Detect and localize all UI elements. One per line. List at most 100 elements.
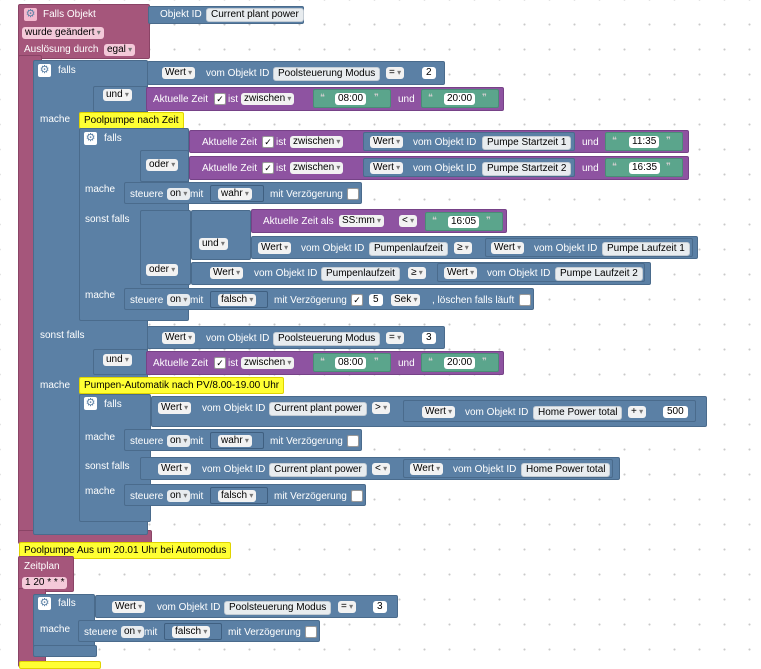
zwischen-dropdown[interactable]: zwischen xyxy=(290,162,344,174)
operator-dropdown[interactable]: ≥ xyxy=(408,267,426,279)
time-field-1605[interactable]: 16:05 xyxy=(448,216,480,228)
time-field-1135[interactable]: 11:35 xyxy=(629,136,660,148)
wert-dropdown[interactable]: Wert xyxy=(370,162,404,174)
wert-dropdown[interactable]: Wert xyxy=(162,67,196,79)
on-dropdown[interactable]: on xyxy=(167,490,191,502)
on-dropdown[interactable]: on xyxy=(167,188,191,200)
wert-dropdown[interactable]: Wert xyxy=(258,242,292,254)
wert-dropdown[interactable]: Wert xyxy=(158,463,192,475)
bool-dropdown-wahr[interactable]: wahr xyxy=(218,435,252,447)
gear-icon[interactable]: ⚙ xyxy=(24,8,37,21)
oder-dropdown[interactable]: oder xyxy=(146,264,179,276)
sonst-falls-label: sonst falls xyxy=(85,461,130,472)
operator-dropdown[interactable]: = xyxy=(386,332,405,344)
comment-nach-zeit[interactable]: Poolpumpe nach Zeit xyxy=(79,112,184,129)
wert-dropdown[interactable]: Wert xyxy=(210,267,244,279)
object-field-pumpenlaufzeit[interactable]: Pumpenlaufzeit xyxy=(369,242,448,256)
object-field-startzeit-2[interactable]: Pumpe Startzeit 2 xyxy=(482,162,572,176)
operator-dropdown[interactable]: > xyxy=(372,402,391,414)
gear-icon[interactable]: ⚙ xyxy=(84,397,97,410)
gear-icon[interactable]: ⚙ xyxy=(38,597,51,610)
und-dropdown[interactable]: und xyxy=(103,89,132,101)
zwischen-dropdown[interactable]: zwischen xyxy=(290,136,344,148)
bool-dropdown-falsch[interactable]: falsch xyxy=(172,626,211,638)
gear-icon[interactable]: ⚙ xyxy=(38,64,51,77)
comment-aus-2001[interactable]: Poolpumpe Aus um 20.01 Uhr bei Automodus xyxy=(19,542,232,559)
object-field-home-power-total[interactable]: Home Power total xyxy=(533,406,623,420)
object-field-pumpenlaufzeit[interactable]: Pumpenlaufzeit xyxy=(321,267,400,281)
object-field-home-power-total[interactable]: Home Power total xyxy=(521,463,611,477)
ist-label: ist xyxy=(228,94,238,105)
bool-dropdown-falsch[interactable]: falsch xyxy=(218,490,257,502)
delay-checkbox[interactable] xyxy=(347,435,359,447)
wert-dropdown[interactable]: Wert xyxy=(444,267,478,279)
comment-pv-automatik[interactable]: Pumpen-Automatik nach PV/8.00-19.00 Uhr xyxy=(79,377,285,394)
time-field-0800[interactable]: 08:00 xyxy=(335,93,367,105)
number-field[interactable]: 3 xyxy=(422,332,436,344)
time-format-dropdown[interactable]: SS:mm xyxy=(339,215,385,227)
operator-dropdown[interactable]: < xyxy=(372,463,391,475)
wert-dropdown[interactable]: Wert xyxy=(422,406,456,418)
object-field-current-plant-power[interactable]: Current plant power xyxy=(269,463,367,477)
comment-bottom-cut[interactable] xyxy=(19,661,101,669)
operator-dropdown[interactable]: ≥ xyxy=(454,242,472,254)
on-dropdown[interactable]: on xyxy=(167,435,191,447)
checkbox[interactable]: ✓ xyxy=(214,357,226,369)
object-id-field[interactable]: Current plant power xyxy=(206,8,304,22)
number-field-500[interactable]: 500 xyxy=(663,406,688,418)
on-dropdown[interactable]: on xyxy=(167,294,191,306)
inner-if-block-pv[interactable] xyxy=(79,394,151,522)
object-field-laufzeit-1[interactable]: Pumpe Laufzeit 1 xyxy=(602,242,690,256)
und-dropdown[interactable]: und xyxy=(103,354,132,366)
on-dropdown[interactable]: on xyxy=(121,626,145,638)
wert-dropdown[interactable]: Wert xyxy=(370,136,404,148)
trigger-label: Auslösung durch xyxy=(24,44,99,55)
operator-dropdown[interactable]: = xyxy=(338,601,357,613)
delay-field[interactable]: 5 xyxy=(369,294,383,306)
checkbox[interactable]: ✓ xyxy=(262,136,274,148)
bool-dropdown-wahr[interactable]: wahr xyxy=(218,188,252,200)
mache-label: mache xyxy=(40,624,71,635)
vom-objekt-id-label: vom Objekt ID xyxy=(465,407,529,418)
delay-checkbox[interactable]: ✓ xyxy=(351,294,363,306)
wert-dropdown[interactable]: Wert xyxy=(112,601,146,613)
object-field-poolsteuerung[interactable]: Poolsteuerung Modus xyxy=(224,601,332,615)
checkbox[interactable]: ✓ xyxy=(214,93,226,105)
checkbox[interactable]: ✓ xyxy=(262,162,274,174)
time-field-1635[interactable]: 16:35 xyxy=(629,162,661,174)
delay-checkbox[interactable] xyxy=(351,490,363,502)
object-field-startzeit-1[interactable]: Pumpe Startzeit 1 xyxy=(482,136,572,150)
zwischen-dropdown[interactable]: zwischen xyxy=(241,357,295,369)
bool-dropdown-falsch[interactable]: falsch xyxy=(218,294,257,306)
trigger-dropdown[interactable]: egal xyxy=(104,44,136,56)
time-field-2000[interactable]: 20:00 xyxy=(444,93,476,105)
operator-dropdown[interactable]: = xyxy=(386,67,405,79)
und-dropdown[interactable]: und xyxy=(199,238,228,250)
object-field-laufzeit-2[interactable]: Pumpe Laufzeit 2 xyxy=(555,267,643,281)
cron-field[interactable]: 1 20 * * * xyxy=(22,577,68,589)
delay-checkbox[interactable] xyxy=(347,188,359,200)
steuere-label: steuere xyxy=(130,491,164,502)
sek-dropdown[interactable]: Sek xyxy=(391,294,421,306)
oder-dropdown[interactable]: oder xyxy=(146,159,179,171)
operator-dropdown[interactable]: < xyxy=(399,215,418,227)
changed-dropdown[interactable]: wurde geändert xyxy=(22,27,104,39)
gear-icon[interactable]: ⚙ xyxy=(84,132,97,145)
object-field-current-plant-power[interactable]: Current plant power xyxy=(269,402,367,416)
number-field[interactable]: 2 xyxy=(422,67,436,79)
wert-dropdown[interactable]: Wert xyxy=(162,332,196,344)
clear-checkbox[interactable] xyxy=(519,294,531,306)
vom-objekt-id-label: vom Objekt ID xyxy=(254,268,318,279)
wert-dropdown[interactable]: Wert xyxy=(410,463,444,475)
quote-icon: ❝ xyxy=(320,92,325,102)
time-field-0800[interactable]: 08:00 xyxy=(335,357,367,369)
wert-dropdown[interactable]: Wert xyxy=(491,242,525,254)
object-field-poolsteuerung[interactable]: Poolsteuerung Modus xyxy=(273,67,381,81)
zwischen-dropdown[interactable]: zwischen xyxy=(241,93,295,105)
object-field-poolsteuerung[interactable]: Poolsteuerung Modus xyxy=(273,332,381,346)
time-field-2000[interactable]: 20:00 xyxy=(444,357,476,369)
number-field[interactable]: 3 xyxy=(373,601,387,613)
wert-dropdown[interactable]: Wert xyxy=(158,402,192,414)
plus-dropdown[interactable]: + xyxy=(628,406,647,418)
delay-checkbox[interactable] xyxy=(305,626,317,638)
